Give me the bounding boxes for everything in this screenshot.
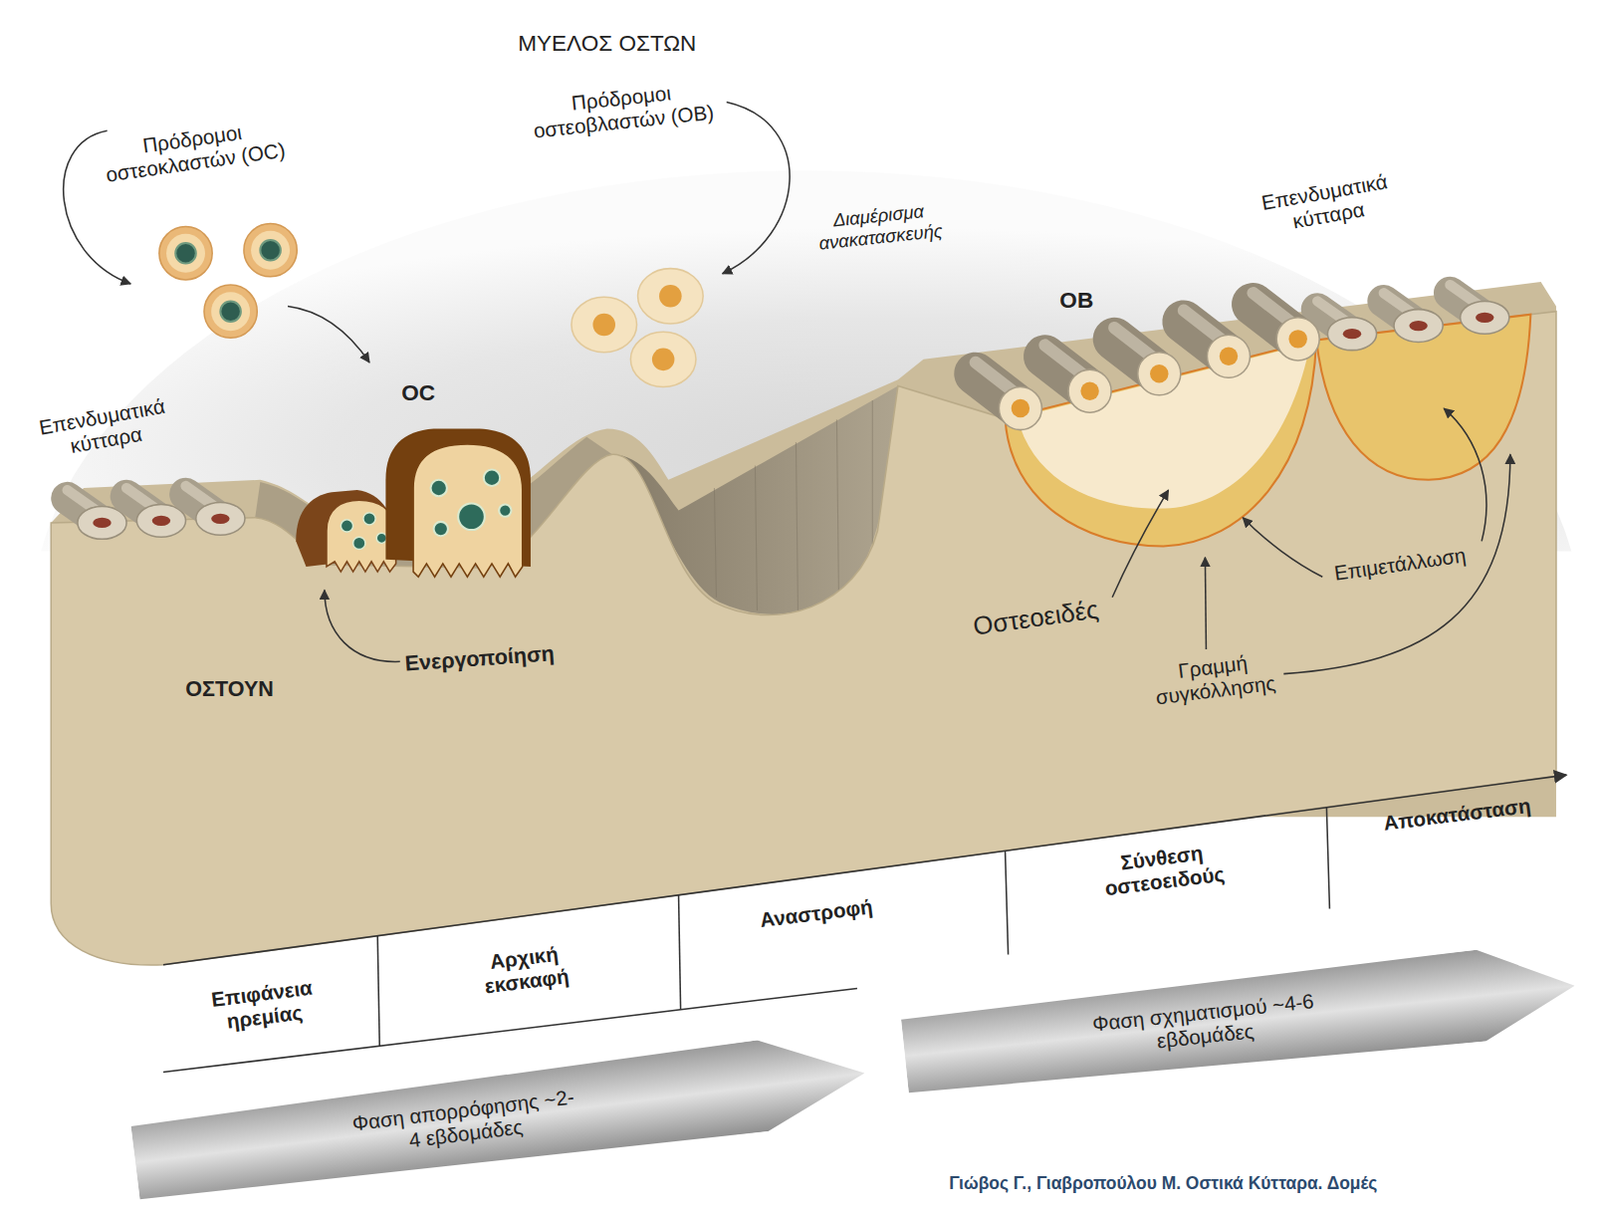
stage-cell: Σύνθεση οστεοειδούς xyxy=(1089,837,1237,902)
precursor-cell xyxy=(159,227,213,280)
osteoblast-precursors xyxy=(571,268,703,388)
leader-arrow xyxy=(287,306,370,363)
caption: Γιώβος Γ., Γιαβροπούλου Μ. Οστικά Κύτταρ… xyxy=(948,1173,1377,1195)
cell-label: Πρόδρομοι οστεοκλαστών (OC) xyxy=(74,111,314,192)
timeline-divider xyxy=(377,935,380,1047)
leader-arrows xyxy=(63,102,1511,675)
lining-cell xyxy=(1383,292,1443,342)
precursor-cell xyxy=(243,224,297,277)
leader-arrow xyxy=(722,102,790,274)
cell-label: OB xyxy=(1059,286,1094,313)
leader-arrow xyxy=(1283,454,1511,674)
stage-cell: Αρχική εκσκαφή xyxy=(466,939,585,1001)
precursor-cell xyxy=(571,296,638,352)
timeline-divider xyxy=(1326,806,1330,910)
osteoclast-face xyxy=(413,444,523,577)
cell-label: Επενδυματικά κύτταρα xyxy=(1252,168,1401,239)
leader-arrow xyxy=(324,590,401,663)
nuclei xyxy=(431,469,512,537)
cell-label: Πρόδρομοι οστεοβλαστών (OB) xyxy=(503,74,742,147)
leader-arrow xyxy=(1112,489,1168,598)
bone-block xyxy=(50,311,1557,965)
time-axis xyxy=(163,774,1567,965)
cell-label: OC xyxy=(401,380,436,407)
precursor-cell xyxy=(630,331,696,387)
timeline-divider xyxy=(679,895,682,1010)
stage-cell: Αναστροφή xyxy=(758,895,875,932)
arrow-body xyxy=(129,1027,871,1209)
lining-cells-left xyxy=(67,485,245,539)
osteoblasts xyxy=(975,292,1320,430)
lining-cell xyxy=(186,485,245,535)
phase-arrow: Φαση απορρόφησης ~2-4 εβδομάδες xyxy=(129,1027,871,1209)
stage-cell: Επιφάνεια ηρεμίας xyxy=(200,974,328,1037)
osteoclast-face xyxy=(326,499,397,572)
osteoblast xyxy=(1253,292,1321,361)
osteoclast-small xyxy=(295,489,396,572)
osteoclast-precursors xyxy=(159,224,297,339)
nuclei xyxy=(340,512,387,550)
timeline-divider xyxy=(1005,850,1009,955)
lining-cell xyxy=(1317,300,1376,350)
cavity-striations xyxy=(713,400,873,611)
leader-arrow xyxy=(1204,557,1206,650)
phase-arrow: Φαση σχηματισμού ~4-6 εβδομάδες xyxy=(900,939,1580,1102)
lining-cells-right xyxy=(1317,284,1510,351)
lining-cell xyxy=(1449,284,1509,334)
region-label: ΜΥΕΛΟΣ ΟΣΤΩΝ xyxy=(517,29,696,56)
leader-arrow xyxy=(1443,408,1487,541)
leader-arrow xyxy=(1242,517,1323,577)
precursor-cell xyxy=(638,268,704,324)
osteoclast-large xyxy=(385,429,531,578)
tissue-label: ΟΣΤΟΥΝ xyxy=(185,677,273,702)
arrow-body xyxy=(900,939,1580,1102)
precursor-cell xyxy=(204,284,257,338)
